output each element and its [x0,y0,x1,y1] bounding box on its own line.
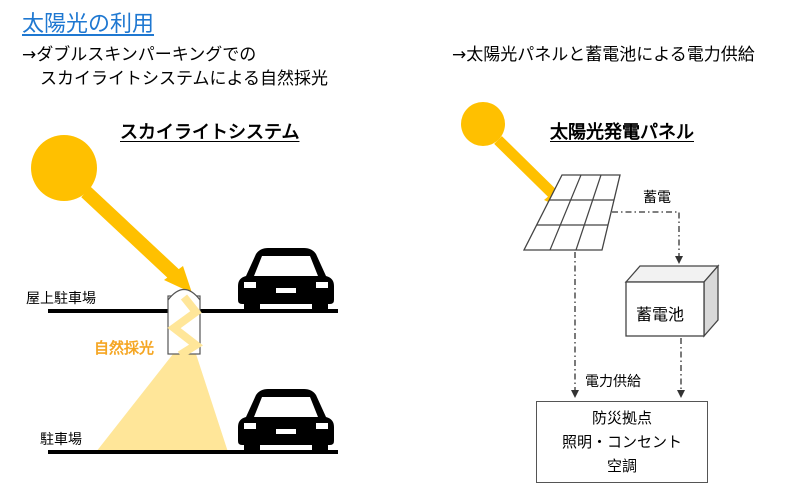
car-icon-parking [238,389,334,453]
left-subtitle-line-1: →ダブルスキンパーキングでの [22,45,257,65]
left-subtitle-line-2: スカイライトシステムによる自然採光 [40,69,328,89]
page-title: 太陽光の利用 [22,12,155,37]
power-supply-label: 電力供給 [585,374,641,390]
skylight-system-heading: スカイライトシステム [120,122,300,143]
battery-box [624,264,720,338]
solar-panel-heading: 太陽光発電パネル [550,122,694,143]
hub-line-lighting-outlets: 照明・コンセント [561,433,682,451]
sun-ray-right [494,136,559,200]
charge-connector [612,211,683,264]
sun-icon-left [31,135,97,201]
parking-label: 駐車場 [40,432,82,448]
solar-panel-icon [522,174,621,251]
charge-label: 蓄電 [643,190,671,206]
car-icon-rooftop [238,248,334,312]
right-subtitle: →太陽光パネルと蓄電池による電力供給 [452,45,755,65]
sun-ray-left-head [164,266,192,293]
sun-ray-left [81,186,183,284]
skylight-tube [167,288,203,359]
sun-icon-right [461,102,505,146]
light-cone [96,354,228,452]
hub-line-disaster-base: 防災拠点 [591,409,652,427]
battery-label: 蓄電池 [636,305,685,324]
natural-daylight-label: 自然採光 [94,339,155,357]
disaster-hub-box: 防災拠点 照明・コンセント 空調 [536,401,708,483]
hub-line-air-conditioning: 空調 [606,457,637,475]
rooftop-parking-label: 屋上駐車場 [26,291,96,307]
